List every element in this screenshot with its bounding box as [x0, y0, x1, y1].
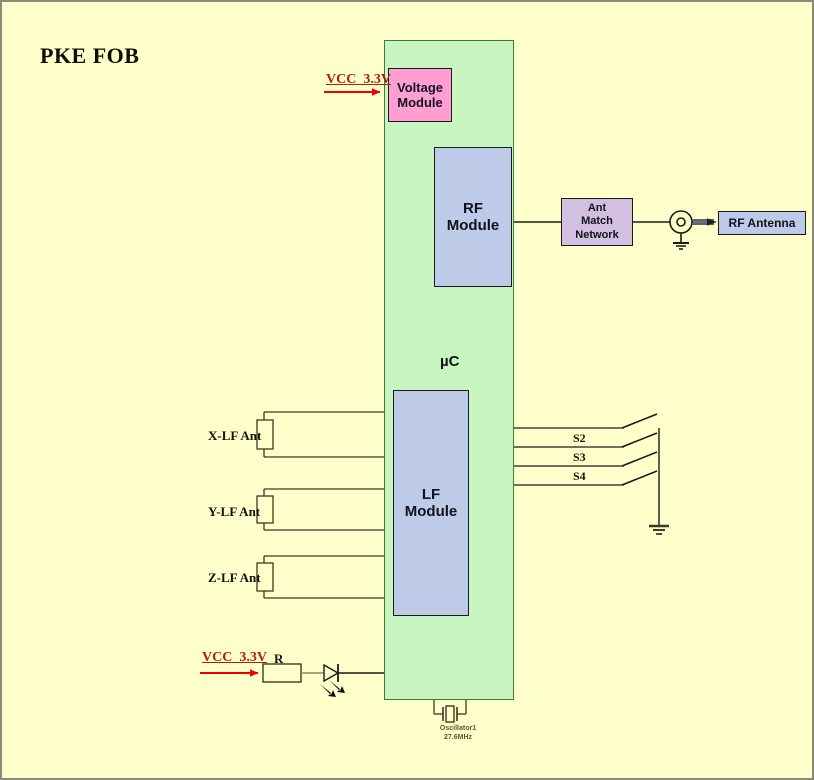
led-circuit [200, 663, 384, 697]
switch-label-s2: S2 [573, 431, 586, 445]
oscillator-frequency-label: 27.6MHz [443, 734, 472, 741]
voltage-module-line1: Voltage [397, 80, 443, 95]
ant-match-line1: Ant [587, 201, 607, 214]
connector-to-antenna-wire [692, 218, 716, 226]
ant-match-line3: Network [575, 228, 619, 241]
vcc-led-label: VCC_3.3V [202, 650, 267, 665]
rf-module-block[interactable]: RF Module [434, 147, 512, 287]
ant-match-line2: Match [581, 215, 613, 228]
z-lf-ant-circuit [256, 555, 393, 599]
voltage-module-block[interactable]: Voltage Module [388, 68, 452, 122]
x-lf-ant-circuit [256, 411, 393, 458]
rf-module-line2: Module [446, 217, 500, 234]
y-lf-ant-label: Y-LF Ant [208, 504, 261, 519]
x-lf-ant-label: X-LF Ant [208, 428, 262, 443]
oscillator-circuit [433, 700, 467, 723]
resistor-label: R [274, 651, 284, 666]
y-lf-ant-circuit [256, 488, 393, 531]
vcc-top-label: VCC_3.3V [326, 72, 391, 87]
voltage-module-line2: Module [397, 95, 443, 110]
oscillator-name-label: Oscillator1 [439, 725, 477, 732]
coax-connector-icon [669, 210, 693, 250]
rf-module-line1: RF [463, 200, 483, 217]
rf-antenna-block[interactable]: RF Antenna [718, 211, 806, 235]
ant-match-network-block[interactable]: Ant Match Network [561, 198, 633, 246]
lf-module-block[interactable]: LF Module [393, 390, 469, 616]
rf-antenna-label: RF Antenna [728, 216, 796, 230]
switch-bus [514, 413, 660, 525]
switch-ground-icon [649, 524, 669, 535]
lf-module-line2: Module [404, 503, 458, 520]
page-title: PKE FOB [40, 43, 140, 68]
z-lf-ant-label: Z-LF Ant [208, 570, 261, 585]
switch-label-s3: S3 [573, 450, 586, 464]
lf-module-line1: LF [421, 486, 441, 503]
microcontroller-label: µC [440, 353, 460, 370]
switch-label-s4: S4 [573, 469, 586, 483]
